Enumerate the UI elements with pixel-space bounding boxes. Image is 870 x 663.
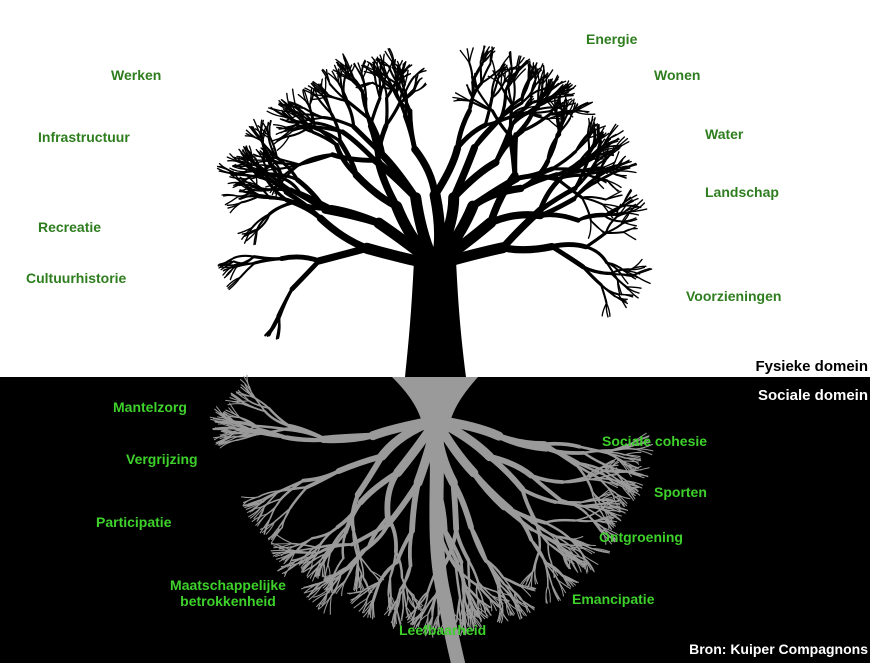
branch [564,101,565,116]
branch [589,220,591,238]
label-landschap: Landschap [705,184,779,200]
branch [230,172,247,173]
branch [469,48,473,63]
root [533,549,540,571]
social-domain-title: Sociale domein [758,387,868,404]
branch [270,202,295,214]
root [324,436,373,439]
tree-trunk [405,260,466,377]
branch [624,232,636,239]
branch [634,275,650,284]
branch [552,247,583,267]
label-cultuurhistorie: Cultuurhistorie [26,270,126,286]
root [625,452,641,455]
branch [588,139,589,161]
label-leefbaarheid: Leefbaarheid [399,622,486,638]
branch [225,196,238,204]
branch [624,227,635,232]
label-participatie: Participatie [96,514,171,530]
label-water: Water [705,126,743,142]
branch [230,177,247,179]
branch [415,149,435,195]
root [552,584,561,600]
label-sporten: Sporten [654,484,707,500]
root [390,577,391,596]
root [468,560,469,586]
label-energie: Energie [586,31,637,47]
branch [410,111,415,150]
root [569,537,583,540]
branch [586,247,607,263]
label-vergrijzing: Vergrijzing [126,451,198,467]
root [271,550,292,551]
branch [321,218,368,248]
branch [282,257,320,261]
label-werken: Werken [111,67,161,83]
branch [319,248,367,261]
label-wonen: Wonen [654,67,700,83]
root [403,566,410,590]
branch [575,134,589,152]
branch [541,215,579,221]
branch [503,247,552,250]
root [276,534,292,543]
branch [414,69,423,77]
root [474,473,504,508]
branch [606,232,624,233]
label-sociale-cohesie: Sociale cohesie [602,433,707,449]
physical-domain-title: Fysieke domein [755,358,868,375]
label-voorzieningen: Voorzieningen [686,288,781,304]
branch [619,171,636,173]
label-maatschappelijke-betrokkenheid: Maatschappelijke betrokkenheid [160,577,296,609]
root [330,596,331,614]
root [471,527,486,561]
branch [279,289,292,317]
branch [542,81,543,96]
root [548,586,551,603]
branch [405,70,408,84]
branch [552,245,586,247]
branch [512,82,515,105]
label-emancipatie: Emancipatie [572,591,654,607]
branch [481,61,482,83]
source-credit: Bron: Kuiper Compagnons [689,641,868,657]
root [545,520,575,523]
branch [510,105,512,136]
root [605,471,626,472]
branch [386,98,387,125]
label-mantelzorg: Mantelzorg [113,399,187,415]
root [265,411,289,425]
branch [454,100,470,101]
label-recreatie: Recreatie [38,219,101,235]
root [290,487,307,508]
label-infrastructuur: Infrastructuur [38,129,130,145]
branch [254,257,282,259]
root [380,562,397,582]
root [225,429,241,430]
label-ontgroening: Ontgroening [599,529,683,545]
root [476,582,478,600]
branch [292,261,319,289]
